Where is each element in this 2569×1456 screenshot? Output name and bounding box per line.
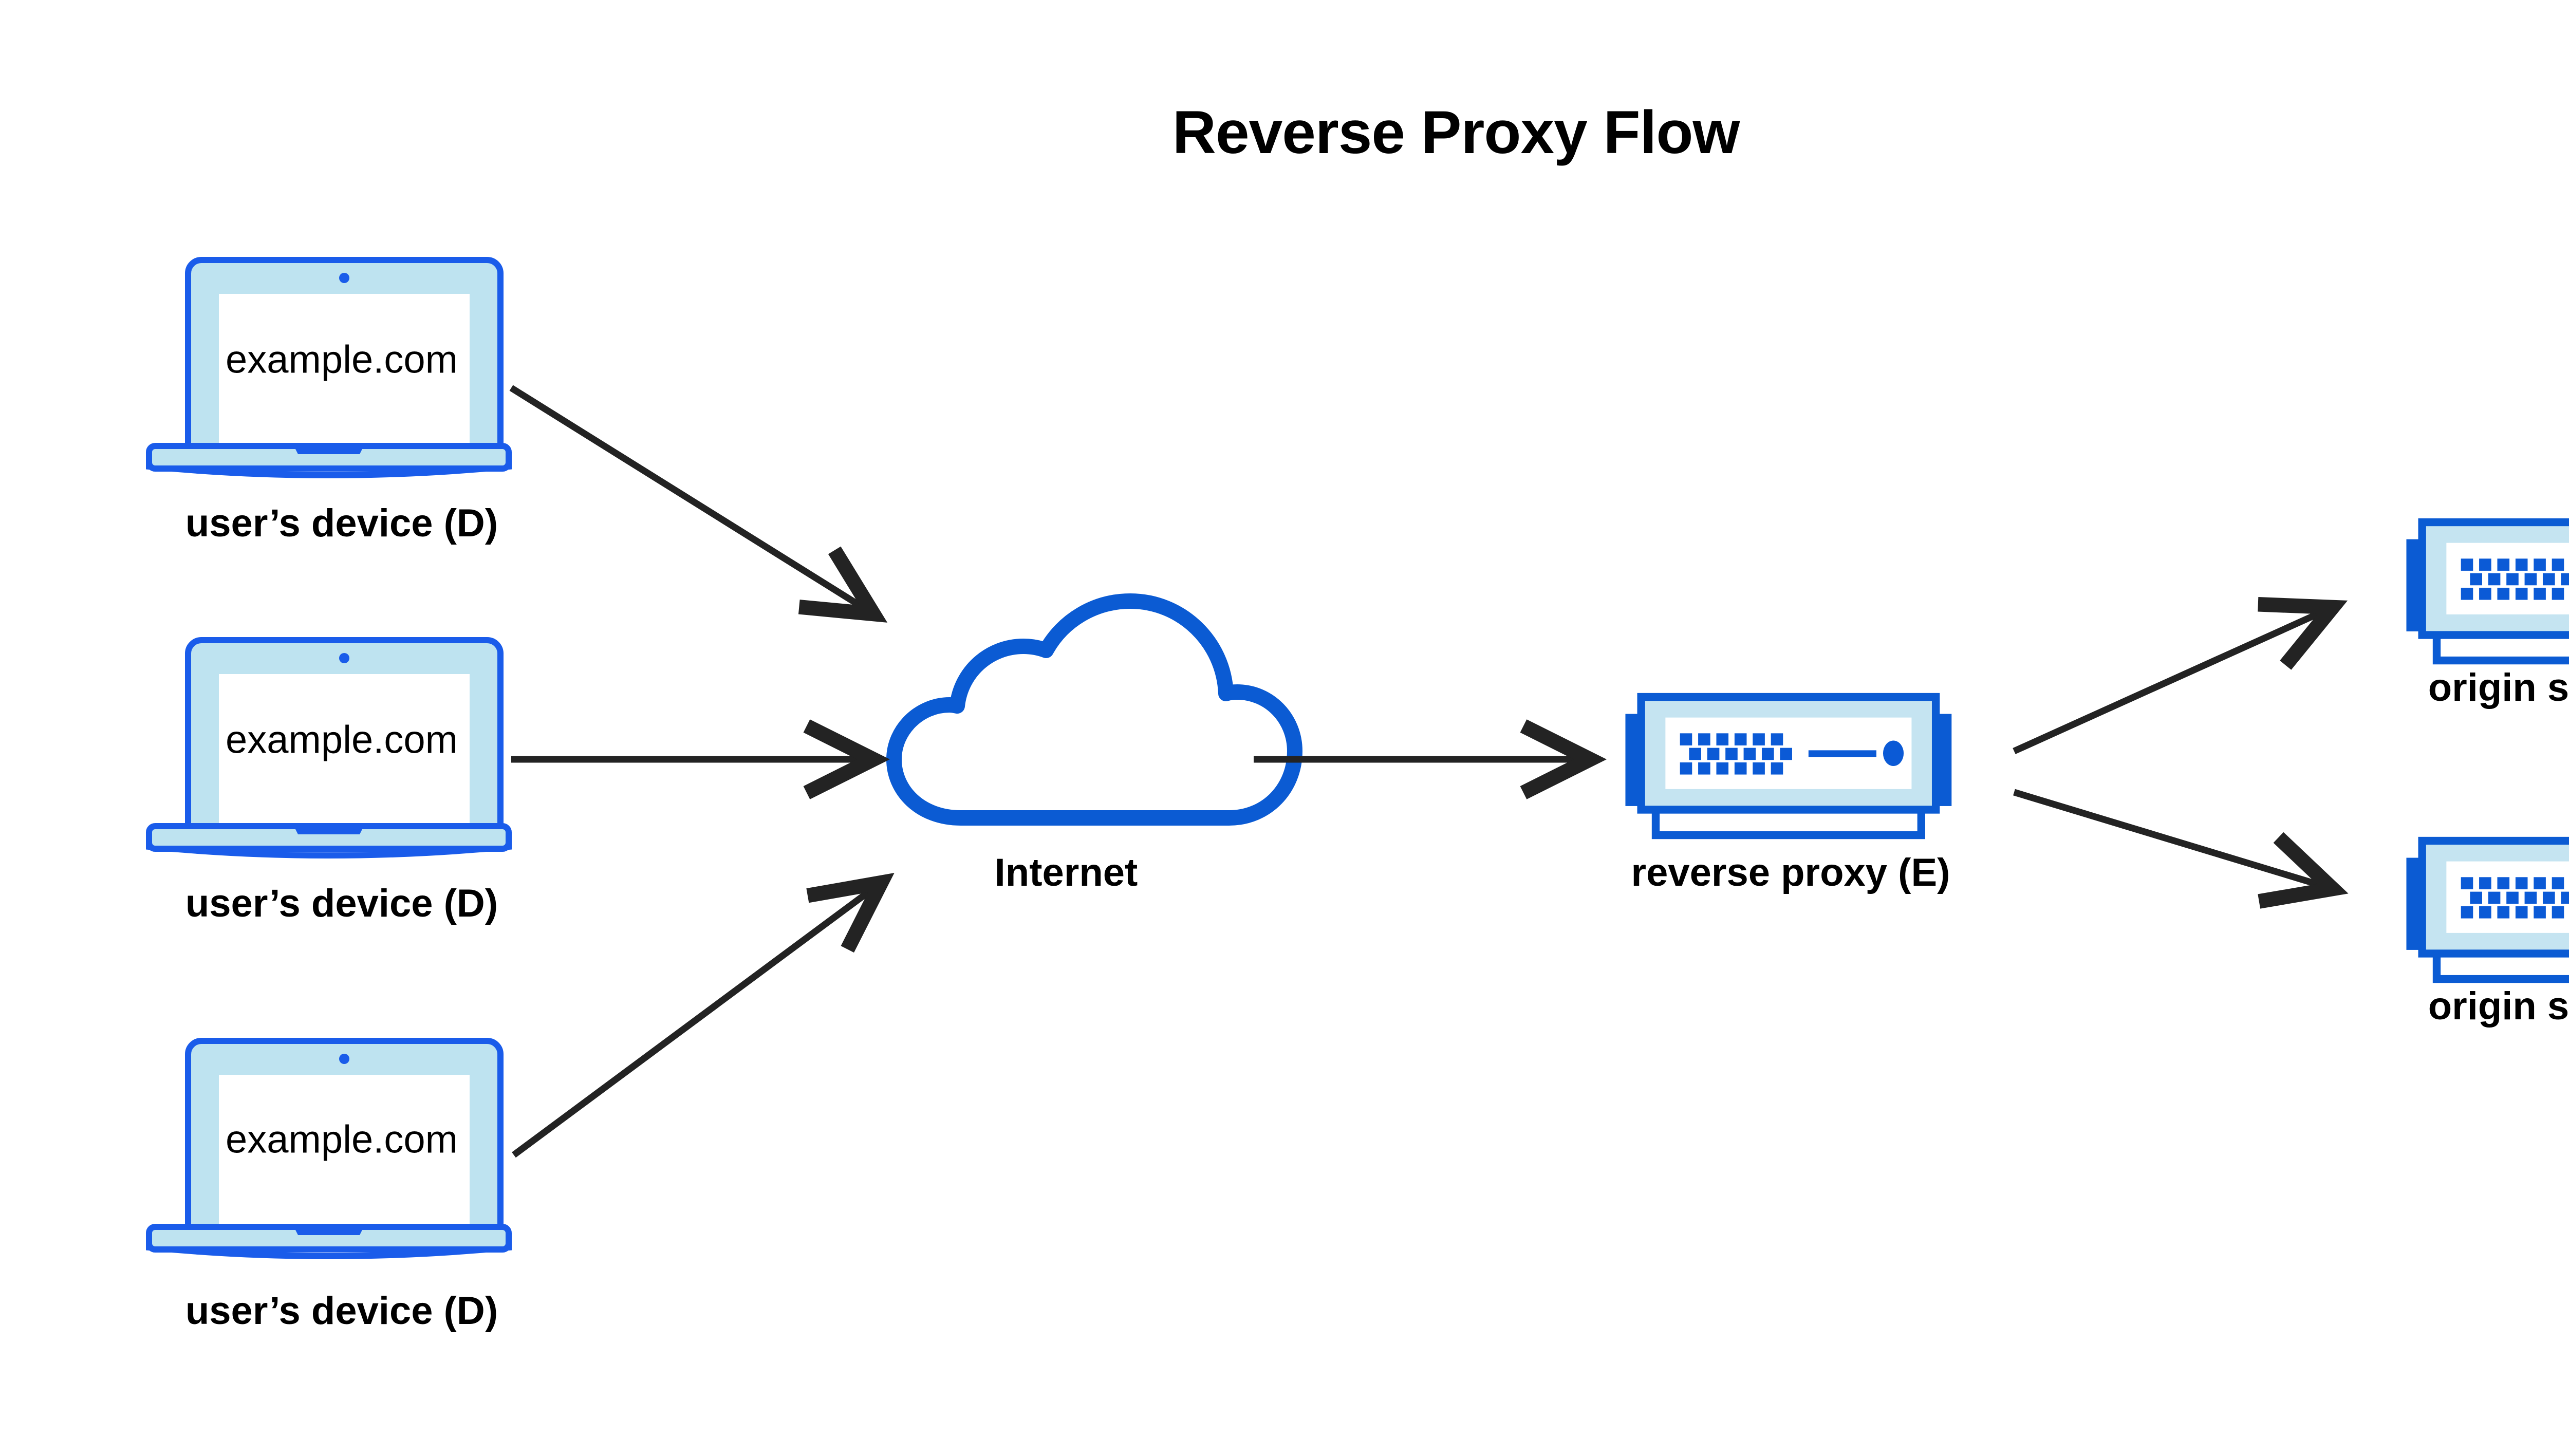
label-device-middle: user’s device (D) [185,882,498,925]
label-device-bottom: user’s device (D) [185,1289,498,1333]
label-device-top: user’s device (D) [185,501,498,545]
label-origin-server-bottom: origin server (F) [2428,984,2569,1028]
node-server-origin-top[interactable] [2406,522,2569,661]
edge-device-top-to-cloud [509,385,888,623]
cloud-icon [886,593,1302,826]
label-internet-cloud: Internet [994,851,1138,894]
laptop-screen-text-top: example.com [226,338,458,382]
node-server-origin-bottom[interactable] [2406,841,2569,979]
edge-device-bottom-to-cloud [512,872,895,1158]
node-server-reverse-proxy[interactable] [1625,697,1951,835]
edge-proxy-to-origin-top [2013,596,2348,754]
page-title: Reverse Proxy Flow [1172,99,1740,166]
label-reverse-proxy: reverse proxy (E) [1631,851,1950,894]
laptop-screen-text-middle: example.com [226,718,458,762]
laptop-screen-text-bottom: example.com [226,1117,458,1162]
edge-proxy-to-origin-bottom [2013,789,2349,909]
label-origin-server-top: origin server (F) [2428,666,2569,710]
node-cloud-internet[interactable] [886,593,1302,826]
